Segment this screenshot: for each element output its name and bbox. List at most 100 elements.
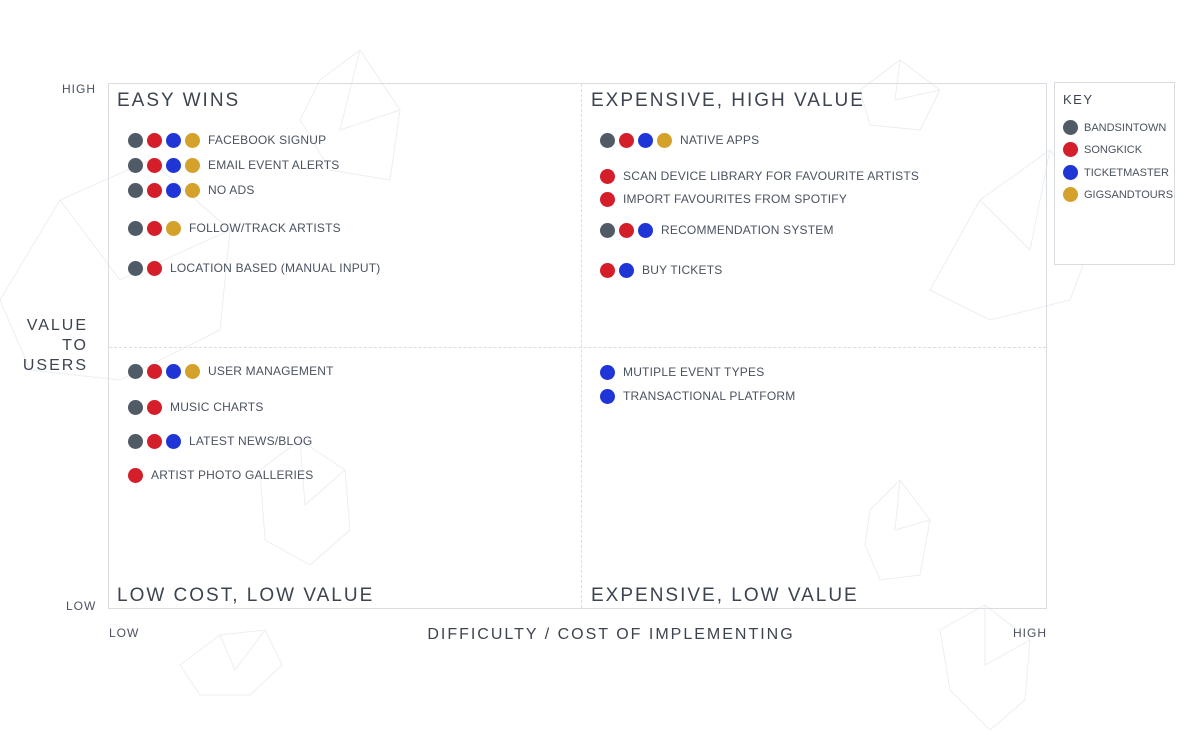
feature-item: FOLLOW/TRACK ARTISTS <box>128 219 341 237</box>
songkick-dot <box>147 363 162 379</box>
legend-label: TICKETMASTER <box>1084 166 1169 179</box>
feature-item: TRANSACTIONAL PLATFORM <box>600 387 795 405</box>
bandsintown-dot <box>128 363 143 379</box>
feature-label: EMAIL EVENT ALERTS <box>208 158 340 172</box>
quadrant-title-expensive-high-value: EXPENSIVE, HIGH VALUE <box>591 90 865 111</box>
feature-item: NO ADS <box>128 181 255 199</box>
legend-label: GIGSANDTOURS <box>1084 188 1174 201</box>
provider-dots <box>128 132 204 148</box>
quadrant-title-easy-wins: EASY WINS <box>117 90 241 111</box>
legend-swatch <box>1063 187 1078 202</box>
value-cost-matrix: EASY WINS EXPENSIVE, HIGH VALUE LOW COST… <box>108 83 1047 609</box>
provider-dots <box>128 363 204 379</box>
songkick-dot <box>600 168 615 184</box>
x-axis-title: DIFFICULTY / COST OF IMPLEMENTING <box>427 626 795 643</box>
feature-label: LOCATION BASED (MANUAL INPUT) <box>170 261 381 275</box>
gigsandtours-dot <box>185 182 200 198</box>
feature-label: NO ADS <box>208 183 255 197</box>
feature-item: USER MANAGEMENT <box>128 362 334 380</box>
feature-label: IMPORT FAVOURITES FROM SPOTIFY <box>623 192 848 206</box>
quadrant-title-low-cost-low-value: LOW COST, LOW VALUE <box>117 585 375 606</box>
legend-key: KEY BANDSINTOWN SONGKICK TICKETMASTER GI… <box>1054 82 1175 265</box>
gigsandtours-dot <box>657 132 672 148</box>
songkick-dot <box>619 222 634 238</box>
feature-item: ARTIST PHOTO GALLERIES <box>128 466 313 484</box>
ticketmaster-dot <box>166 433 181 449</box>
legend-swatch <box>1063 165 1078 180</box>
provider-dots <box>128 399 166 415</box>
provider-dots <box>600 364 619 380</box>
bandsintown-dot <box>128 157 143 173</box>
provider-dots <box>600 168 619 184</box>
feature-item: LATEST NEWS/BLOG <box>128 432 312 450</box>
songkick-dot <box>600 262 615 278</box>
legend-title: KEY <box>1063 92 1094 107</box>
feature-label: SCAN DEVICE LIBRARY FOR FAVOURITE ARTIST… <box>623 169 920 183</box>
provider-dots <box>600 132 676 148</box>
y-axis-title-line: USERS <box>22 357 88 374</box>
legend-swatch <box>1063 120 1078 135</box>
feature-item: RECOMMENDATION SYSTEM <box>600 221 834 239</box>
feature-item: SCAN DEVICE LIBRARY FOR FAVOURITE ARTIST… <box>600 167 919 185</box>
ticketmaster-dot <box>600 388 615 404</box>
bandsintown-dot <box>600 132 615 148</box>
x-axis-low-label: LOW <box>109 626 140 640</box>
provider-dots <box>600 388 619 404</box>
bandsintown-dot <box>600 222 615 238</box>
feature-label: MUTIPLE EVENT TYPES <box>623 365 765 379</box>
gigsandtours-dot <box>185 132 200 148</box>
feature-item: MUSIC CHARTS <box>128 398 264 416</box>
feature-item: BUY TICKETS <box>600 261 722 279</box>
ticketmaster-dot <box>166 182 181 198</box>
feature-label: TRANSACTIONAL PLATFORM <box>623 389 796 403</box>
ticketmaster-dot <box>638 132 653 148</box>
y-axis-title-line: TO <box>62 337 88 354</box>
songkick-dot <box>128 467 143 483</box>
songkick-dot <box>147 182 162 198</box>
songkick-dot <box>600 191 615 207</box>
y-axis-title-line: VALUE <box>26 317 88 334</box>
provider-dots <box>128 467 147 483</box>
feature-item: EMAIL EVENT ALERTS <box>128 156 339 174</box>
provider-dots <box>128 433 185 449</box>
songkick-dot <box>147 433 162 449</box>
feature-label: RECOMMENDATION SYSTEM <box>661 223 834 237</box>
legend-swatch <box>1063 142 1078 157</box>
songkick-dot <box>147 157 162 173</box>
feature-item: LOCATION BASED (MANUAL INPUT) <box>128 259 381 277</box>
legend-item-songkick: SONGKICK <box>1063 142 1142 157</box>
ticketmaster-dot <box>638 222 653 238</box>
provider-dots <box>128 220 185 236</box>
feature-item: IMPORT FAVOURITES FROM SPOTIFY <box>600 190 847 208</box>
quadrant-title-expensive-low-value: EXPENSIVE, LOW VALUE <box>591 585 859 606</box>
vertical-divider <box>581 84 582 608</box>
ticketmaster-dot <box>166 363 181 379</box>
legend-label: BANDSINTOWN <box>1084 121 1167 134</box>
feature-item: NATIVE APPS <box>600 131 759 149</box>
gigsandtours-dot <box>166 220 181 236</box>
feature-label: MUSIC CHARTS <box>170 400 264 414</box>
bandsintown-dot <box>128 182 143 198</box>
ticketmaster-dot <box>166 157 181 173</box>
gigsandtours-dot <box>185 157 200 173</box>
legend-item-gigsandtours: GIGSANDTOURS <box>1063 187 1173 202</box>
feature-label: LATEST NEWS/BLOG <box>189 434 313 448</box>
ticketmaster-dot <box>619 262 634 278</box>
bandsintown-dot <box>128 220 143 236</box>
provider-dots <box>600 262 638 278</box>
legend-item-ticketmaster: TICKETMASTER <box>1063 165 1169 180</box>
horizontal-divider <box>109 347 1046 348</box>
feature-label: USER MANAGEMENT <box>208 364 334 378</box>
songkick-dot <box>147 132 162 148</box>
gigsandtours-dot <box>185 363 200 379</box>
legend-label: SONGKICK <box>1084 143 1143 156</box>
songkick-dot <box>147 260 162 276</box>
ticketmaster-dot <box>166 132 181 148</box>
feature-label: BUY TICKETS <box>642 263 723 277</box>
songkick-dot <box>619 132 634 148</box>
bandsintown-dot <box>128 399 143 415</box>
provider-dots <box>128 260 166 276</box>
provider-dots <box>128 157 204 173</box>
feature-label: FACEBOOK SIGNUP <box>208 133 327 147</box>
bandsintown-dot <box>128 433 143 449</box>
